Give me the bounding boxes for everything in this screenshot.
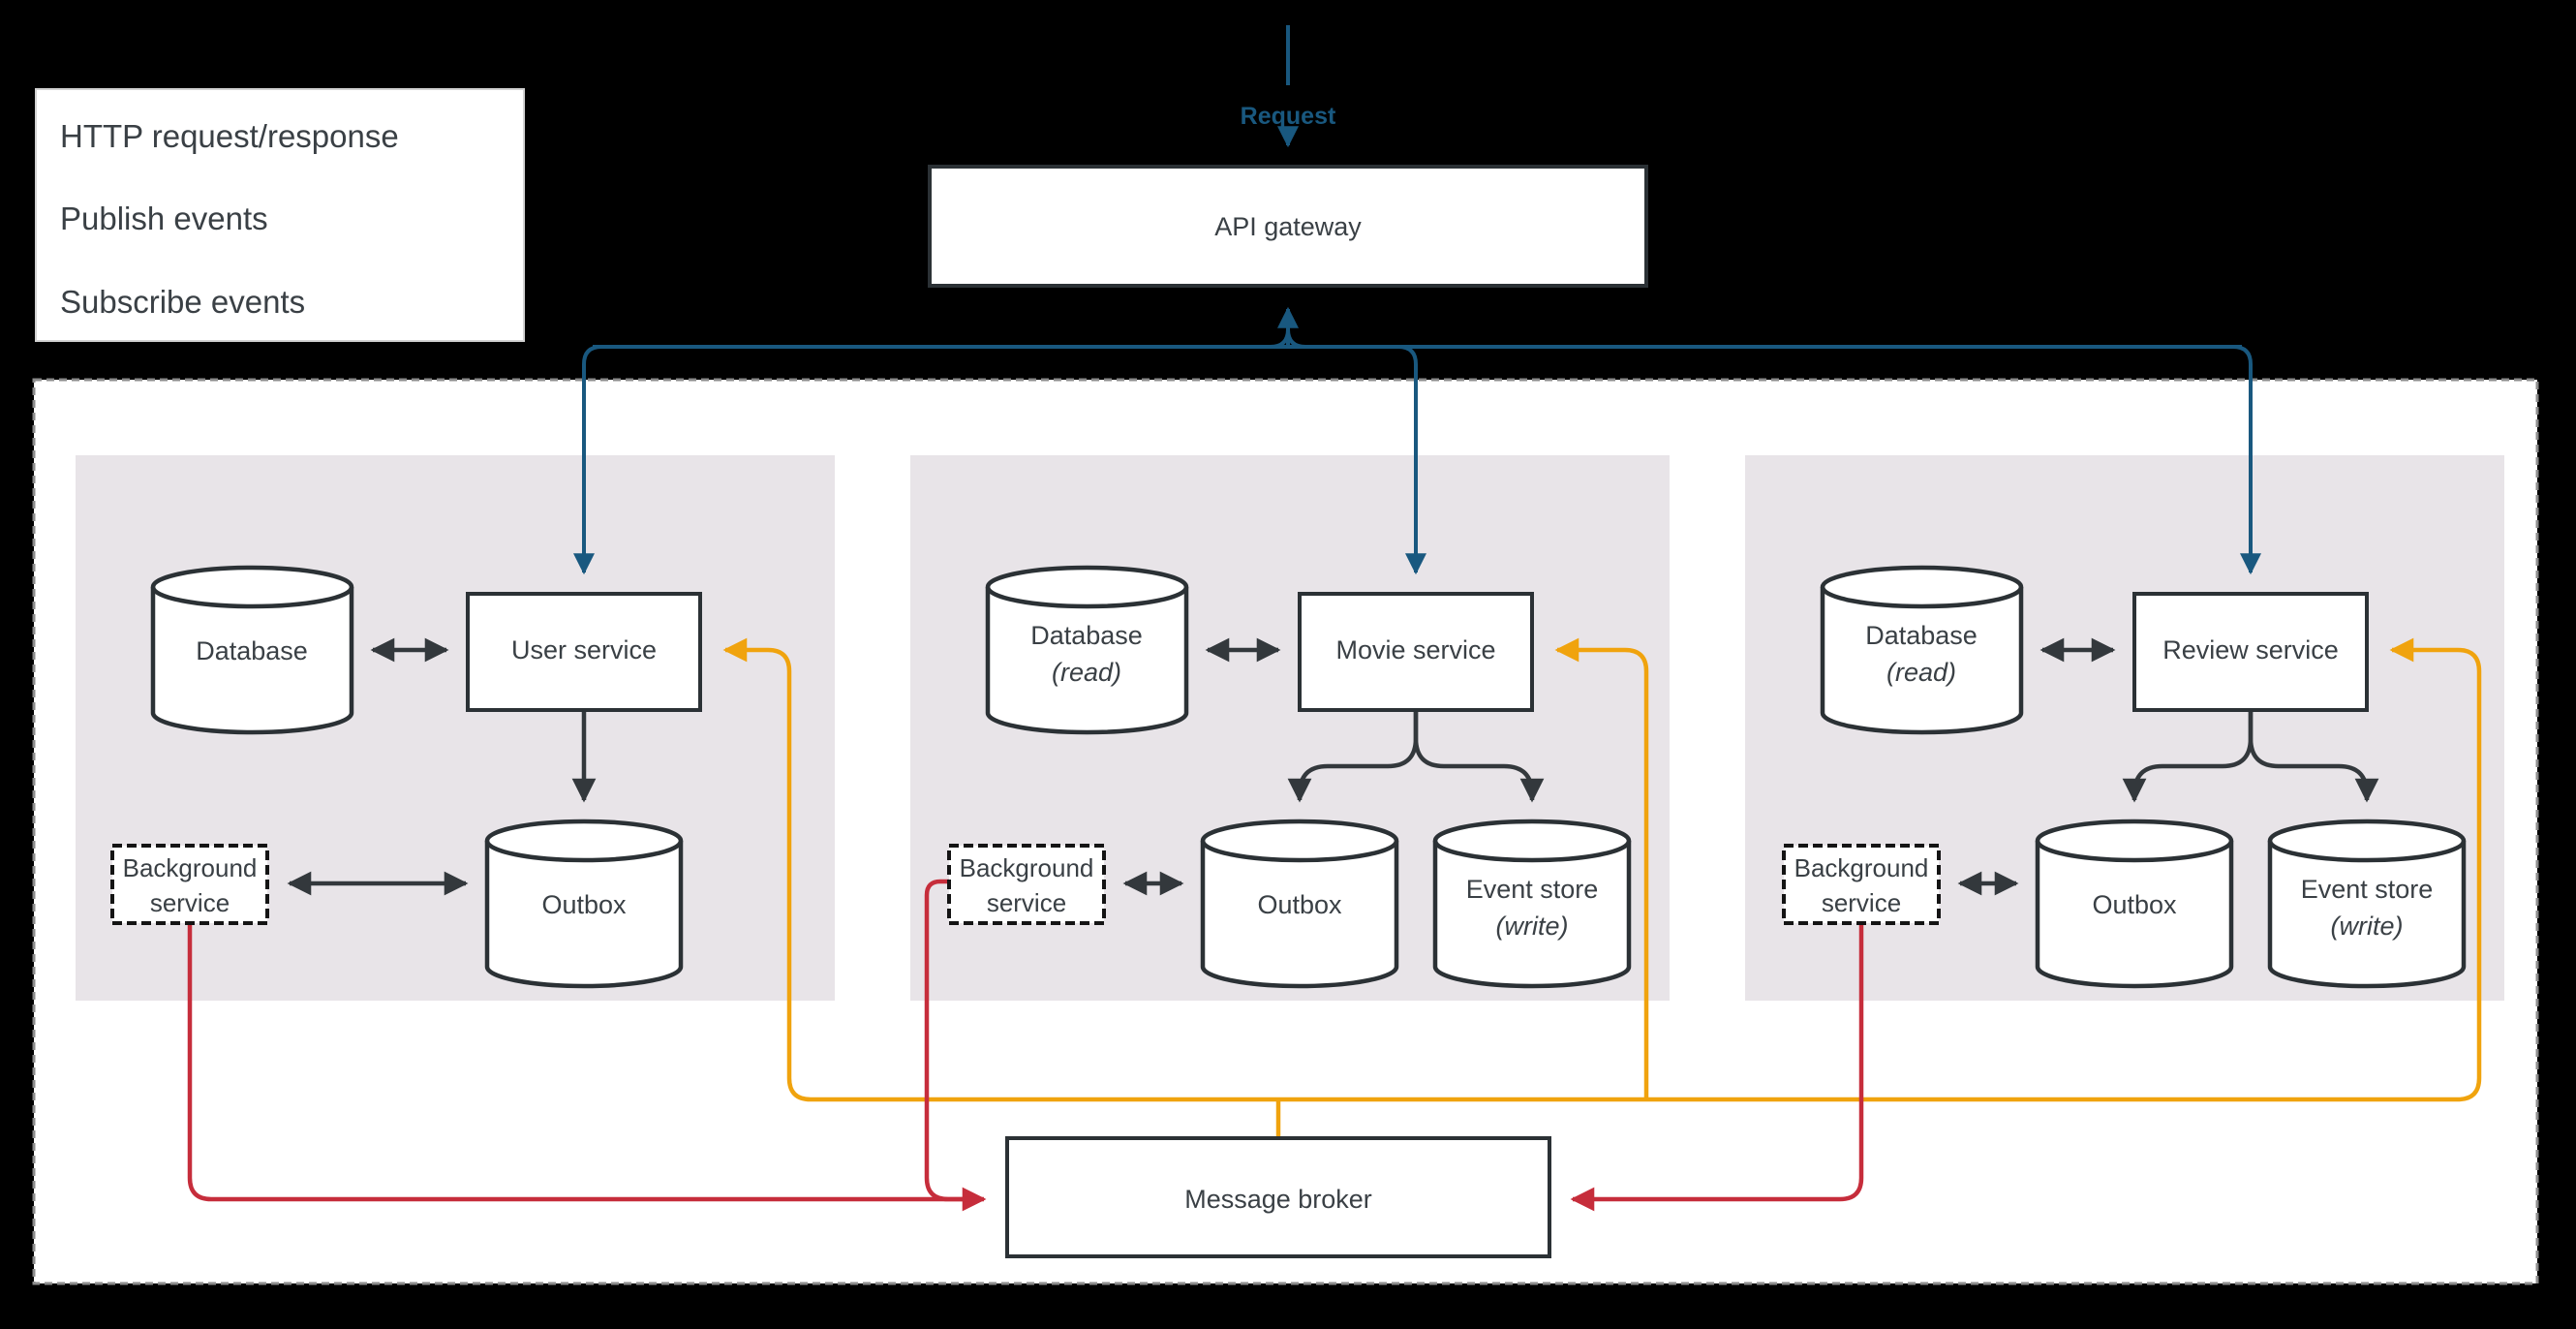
movie-database-cylinder-rim [985,586,1189,609]
user-service-label: User service [511,635,657,664]
movie-database-cylinder [985,565,1189,735]
message-broker-box [1005,1136,1551,1258]
movie-background-label-line1: Background [960,853,1094,882]
user-outbox-cylinder [484,819,684,989]
user-service-group: Database User service Background service… [110,565,702,989]
movie-eventstore-label-line1: Event store [1466,875,1599,904]
review-service-outbox-arrow [2122,710,2254,803]
movie-service-outbox-arrow [1287,710,1419,803]
movie-eventstore-cylinder [1432,819,1632,989]
user-database-cylinder [150,565,354,735]
legend-item-publish: Publish events [60,201,268,236]
user-database-cylinder-rim [150,586,354,609]
user-service-box [466,592,702,712]
movie-service-label: Movie service [1335,635,1495,664]
review-service-eventstore-arrow [2248,710,2379,803]
review-background-label-line2: service [1822,888,1901,917]
review-eventstore-cylinder [2267,819,2467,989]
review-eventstore-label-line2: (write) [2331,912,2404,941]
review-service-group: Database (read) Review service Backgroun… [1782,565,2467,989]
review-outbox-label: Outbox [2092,890,2177,919]
subscribe-review-arrow [1278,637,2482,1102]
review-database-cylinder-rim [1820,586,2024,609]
review-eventstore-cylinder-rim [2267,840,2467,863]
movie-service-group: Database (read) Movie service Background… [947,565,1632,989]
review-database-label-line2: (read) [1886,658,1956,687]
http-branch-review-arrow [2232,345,2261,575]
legend-item-http: HTTP request/response [60,118,399,154]
subscribe-user-arrow [722,637,1278,1102]
movie-service-box [1298,592,1534,712]
api-gateway-box [928,165,1648,288]
review-database-label-line1: Database [1865,621,1978,650]
movie-outbox-cylinder [1200,819,1399,989]
review-background-service-box [1782,844,1941,925]
http-branch-movie-arrow [1397,345,1426,575]
user-outbox-label: Outbox [541,890,627,919]
subscribe-movie-arrow [1554,637,1649,1099]
movie-background-label-line2: service [987,888,1066,917]
review-background-label-line1: Background [1794,853,1929,882]
request-label: Request [1241,103,1336,130]
legend-item-subscribe: Subscribe events [60,284,305,320]
review-outbox-cylinder-rim [2035,840,2234,863]
legend-box [35,88,525,342]
user-outbox-cylinder-rim [484,840,684,863]
review-service-box [2132,592,2369,712]
movie-outbox-cylinder-rim [1200,840,1399,863]
review-database-cylinder [1820,565,2024,735]
api-gateway-label: API gateway [1214,212,1362,241]
legend: HTTP request/response Publish events Sub… [35,88,525,342]
movie-database-label-line1: Database [1030,621,1143,650]
movie-database-label-line2: (read) [1052,658,1121,687]
movie-background-service-box [947,844,1106,925]
http-branch-user-arrow [573,345,602,575]
movie-eventstore-label-line2: (write) [1496,912,1569,941]
publish-review-arrow [1570,923,1864,1212]
movie-service-eventstore-arrow [1413,710,1545,803]
movie-eventstore-cylinder-rim [1432,840,1632,863]
publish-user-arrow [187,923,987,1212]
review-eventstore-label-line1: Event store [2301,875,2434,904]
publish-movie-line [924,879,972,1202]
user-background-service-box [110,844,269,925]
user-database-label: Database [196,636,308,665]
review-outbox-cylinder [2035,819,2234,989]
review-service-label: Review service [2162,635,2339,664]
message-broker-label: Message broker [1184,1185,1372,1214]
movie-outbox-label: Outbox [1257,890,1342,919]
user-background-label-line2: service [150,888,230,917]
user-background-label-line1: Background [123,853,258,882]
